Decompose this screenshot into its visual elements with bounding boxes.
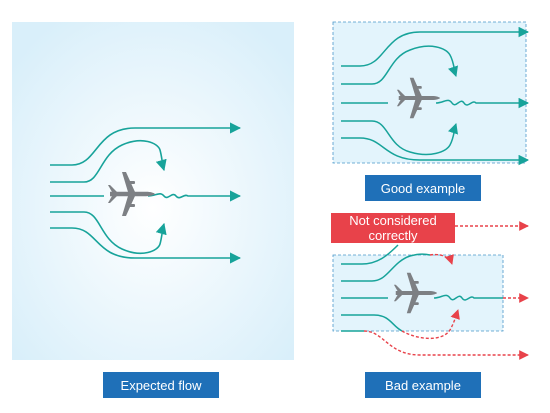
good-example-streamline-top [341,26,530,67]
good-example-domain [332,21,527,164]
bad-example-missed-streamline-bottom [363,330,529,360]
bad-example-streamline-top [341,244,399,265]
good-example-label: Good example [365,175,481,201]
bad-example-label: Bad example [365,372,481,398]
good-example-panel [332,21,530,166]
good-example-streamline-upper [341,45,458,85]
expected-flow-streamline-upper [50,139,167,183]
expected-flow-label: Expected flow [103,372,219,398]
good-example-streamline-lower [341,120,458,156]
expected-flow-streamline-lower [50,211,167,255]
expected-flow-streamline-top [50,122,242,166]
expected-flow-streamline-bottom [50,227,242,264]
expected-flow-streamline-center [50,194,240,198]
bad-example-missed-streamline-upper [429,253,454,265]
bad-example-streamline-lower [341,314,403,332]
bad-example-streamline-center [341,294,503,301]
good-example-streamline-bottom [341,137,530,166]
expected-flow-panel [12,22,294,360]
bad-example-panel [332,221,529,360]
not-considered-label: Not considered correctly [331,213,455,243]
bad-example-missed-streamline-lower [401,309,460,340]
bad-example-streamline-upper [341,253,431,282]
good-example-streamline-center [341,100,528,105]
expected-flow-background [12,22,294,360]
